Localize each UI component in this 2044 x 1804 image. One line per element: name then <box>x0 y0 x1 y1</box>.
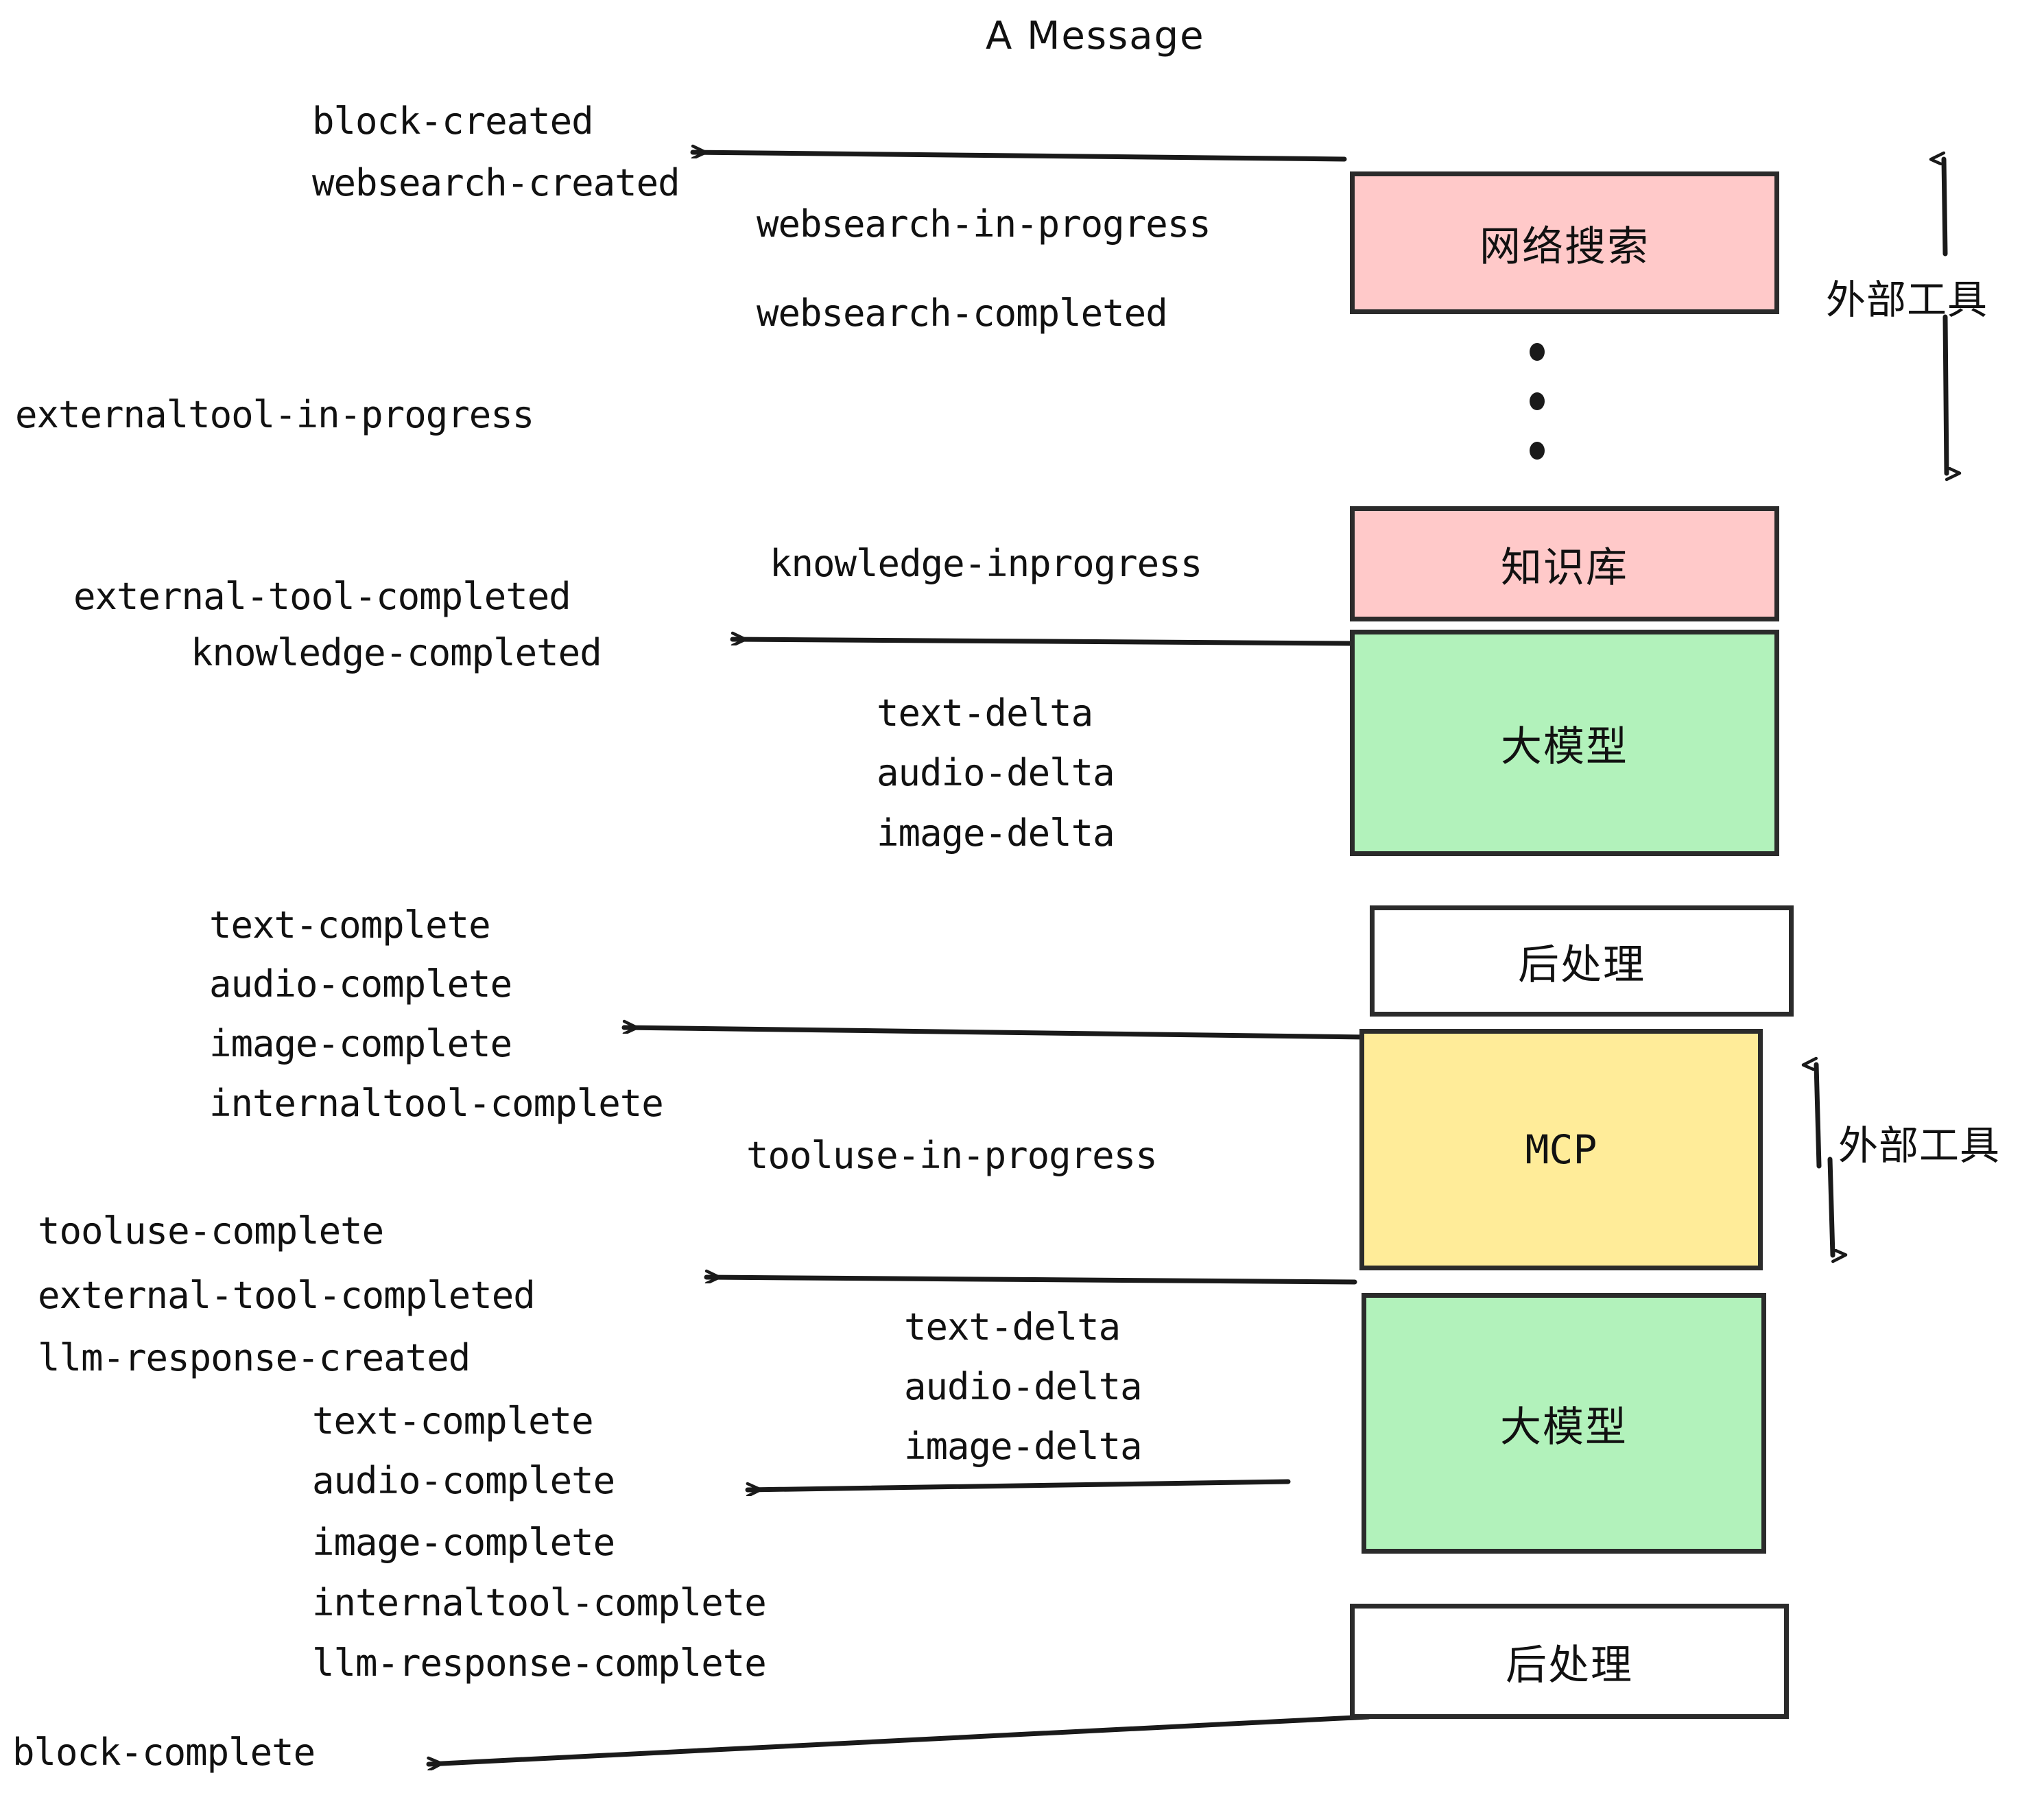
event-llm-response-created: llm-response-created <box>38 1336 471 1379</box>
arrow-postprocess-to-block-complete <box>426 1714 1371 1764</box>
event-externaltool-in-progress: externaltool-in-progress <box>15 393 534 436</box>
box-llm-bottom-label: 大模型 <box>1500 1403 1628 1451</box>
box-websearch[interactable]: 网络搜索 <box>1350 171 1779 314</box>
event-knowledge-inprogress: knowledge-inprogress <box>770 542 1202 585</box>
dot-3 <box>1530 442 1545 460</box>
event-websearch-completed: websearch-completed <box>757 292 1168 335</box>
event-image-complete-1: image-complete <box>209 1022 512 1065</box>
label-external-tool-top: 外部工具 <box>1826 276 1988 323</box>
arrow-postprocess-to-image-complete <box>621 1028 1368 1040</box>
event-audio-complete-1: audio-complete <box>209 962 512 1006</box>
event-text-delta-2: text-delta <box>904 1305 1121 1349</box>
box-mcp[interactable]: MCP <box>1359 1029 1763 1270</box>
arrow-websearch-to-block-created <box>690 152 1347 162</box>
event-block-created: block-created <box>312 99 594 143</box>
label-external-tool-bottom: 外部工具 <box>1838 1122 2001 1169</box>
event-external-tool-completed-1: external-tool-completed <box>73 575 571 618</box>
event-websearch-in-progress: websearch-in-progress <box>757 202 1211 246</box>
box-knowledge[interactable]: 知识库 <box>1350 506 1779 621</box>
dot-2 <box>1530 392 1545 410</box>
ellipsis-dots <box>1528 343 1546 460</box>
event-tooluse-complete: tooluse-complete <box>38 1209 384 1253</box>
event-audio-delta-2: audio-delta <box>904 1365 1143 1408</box>
external-tool-range-bottom <box>1816 1065 1833 1255</box>
box-postprocess-top[interactable]: 后处理 <box>1370 905 1794 1017</box>
event-tooluse-in-progress: tooluse-in-progress <box>746 1134 1158 1177</box>
box-knowledge-label: 知识库 <box>1501 543 1628 592</box>
event-internaltool-complete-2: internaltool-complete <box>312 1581 767 1624</box>
box-llm-top-label: 大模型 <box>1501 722 1628 771</box>
arrow-mcp-to-tooluse-complete <box>704 1277 1357 1285</box>
event-text-delta-1: text-delta <box>877 691 1093 735</box>
box-websearch-label: 网络搜索 <box>1479 222 1650 271</box>
event-websearch-created: websearch-created <box>312 161 680 204</box>
event-text-complete-2: text-complete <box>312 1399 594 1443</box>
page-title: A Message <box>986 14 1205 58</box>
event-audio-delta-1: audio-delta <box>877 751 1115 794</box>
event-external-tool-completed-2: external-tool-completed <box>38 1274 536 1317</box>
box-llm-bottom[interactable]: 大模型 <box>1362 1293 1766 1554</box>
dot-1 <box>1530 343 1545 361</box>
event-internaltool-complete-1: internaltool-complete <box>209 1082 664 1125</box>
arrow-llm-to-audio-complete <box>745 1479 1291 1490</box>
arrow-knowledge-to-knowledge-completed <box>730 639 1353 646</box>
box-mcp-label: MCP <box>1525 1126 1597 1173</box>
event-text-complete-1: text-complete <box>209 903 491 947</box>
event-knowledge-completed: knowledge-completed <box>191 631 602 674</box>
event-block-complete: block-complete <box>12 1731 316 1774</box>
event-audio-complete-2: audio-complete <box>312 1459 615 1502</box>
event-image-delta-2: image-delta <box>904 1425 1143 1468</box>
event-image-delta-1: image-delta <box>877 811 1115 855</box>
box-postprocess-bottom[interactable]: 后处理 <box>1350 1604 1789 1719</box>
event-image-complete-2: image-complete <box>312 1521 615 1564</box>
box-postprocess-bottom-label: 后处理 <box>1506 1641 1633 1689</box>
box-postprocess-top-label: 后处理 <box>1518 940 1645 989</box>
box-llm-top[interactable]: 大模型 <box>1350 630 1779 856</box>
event-llm-response-complete: llm-response-complete <box>312 1641 767 1685</box>
